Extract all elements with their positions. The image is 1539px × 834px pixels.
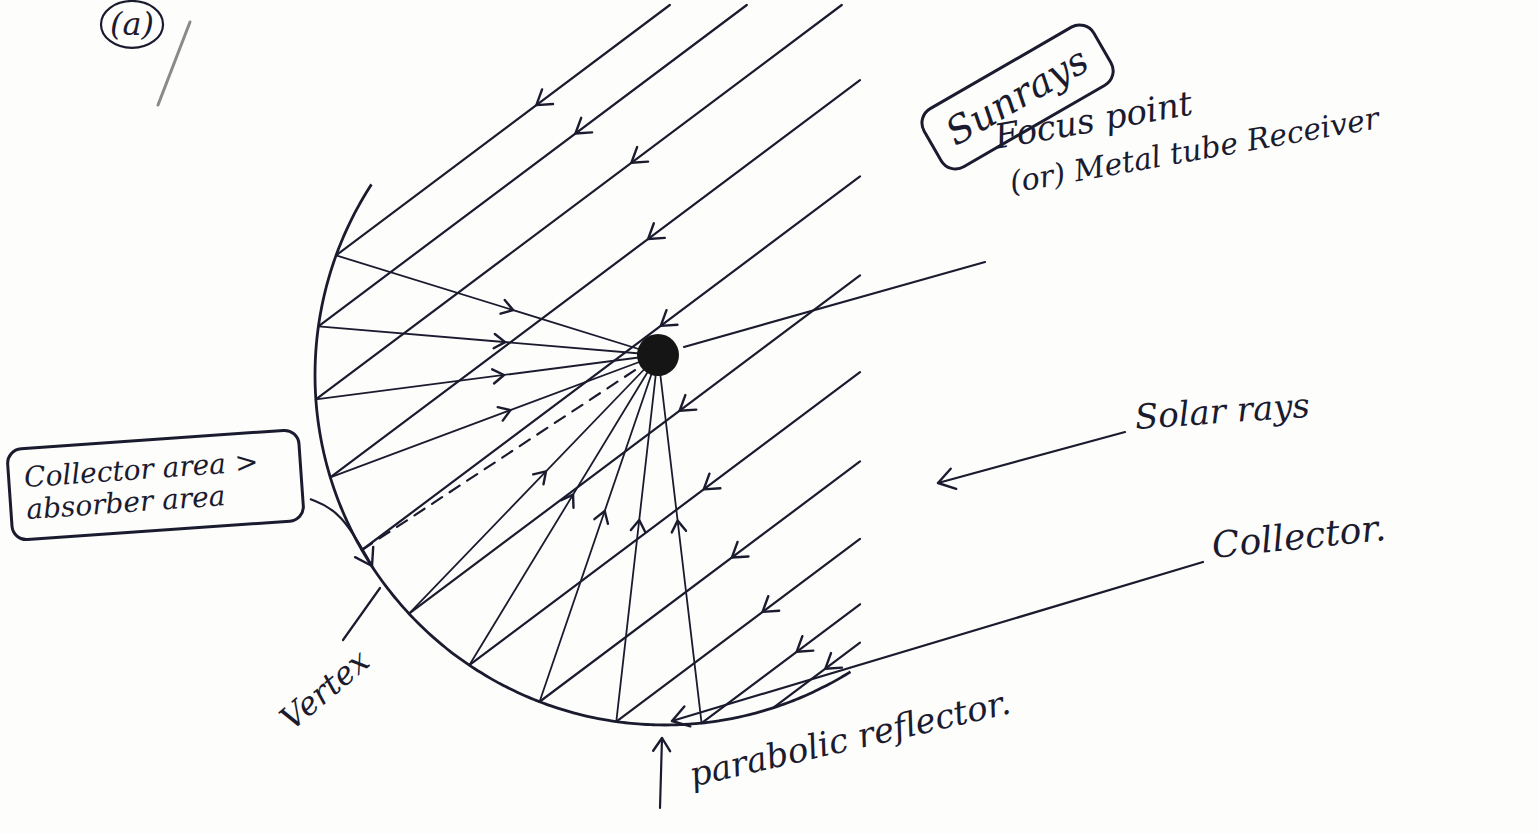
node-text: Collector area > absorber area — [23, 444, 288, 526]
reflected-ray — [616, 355, 658, 722]
reflected-ray — [469, 355, 658, 665]
reflected-arrow — [561, 491, 579, 508]
tag-circle — [101, 1, 163, 48]
leader-line — [660, 738, 662, 808]
reflected-arrow — [533, 466, 551, 484]
sun-ray — [773, 643, 860, 708]
sun-ray — [330, 80, 860, 477]
ray-arrow — [531, 89, 553, 112]
part-label: Vertex — [273, 642, 377, 737]
figure-tag: (a) — [110, 6, 154, 43]
focal-axis — [362, 355, 658, 550]
sun-ray — [316, 5, 842, 399]
part-label: Solar rays — [1134, 386, 1311, 437]
ray-arrow — [643, 223, 665, 246]
ray-arrow — [655, 310, 677, 333]
reflected-arrow — [631, 519, 646, 532]
reflected-ray — [658, 355, 702, 723]
leader-line — [310, 499, 372, 566]
sun-ray — [616, 539, 860, 722]
margin-stroke — [158, 22, 190, 105]
leader-line — [684, 262, 985, 347]
part-label: Collector. — [1210, 507, 1388, 566]
reflected-arrow — [494, 334, 506, 349]
ray-arrow — [570, 118, 592, 141]
reflected-arrow — [498, 403, 513, 420]
reflected-arrow — [501, 300, 516, 317]
sun-ray — [318, 5, 746, 326]
leader-line — [343, 588, 380, 640]
leader-arrow — [355, 547, 381, 571]
leader-arrow — [935, 469, 956, 493]
ray-arrow — [626, 147, 648, 170]
ray-arrow — [674, 395, 696, 418]
leader-arrow — [669, 706, 690, 731]
note-box: Collector area > absorber area — [5, 428, 306, 543]
ray-arrow — [791, 636, 813, 659]
sun-ray — [540, 461, 860, 701]
sun-ray — [336, 5, 670, 255]
reflected-ray — [540, 355, 658, 702]
leader-line — [938, 432, 1125, 483]
receiver-tube — [637, 334, 679, 376]
ray-arrow — [698, 474, 720, 497]
ray-arrow — [726, 542, 748, 565]
reflected-ray — [318, 326, 658, 355]
reflected-ray — [316, 355, 658, 399]
reflected-ray — [330, 355, 658, 477]
leader-arrow — [653, 738, 670, 751]
reflected-arrow — [492, 368, 505, 384]
reflected-ray — [336, 255, 658, 355]
ray-arrow — [757, 596, 779, 619]
reflected-ray — [409, 355, 658, 614]
reflected-arrow — [594, 509, 611, 524]
parabolic-reflector — [315, 184, 850, 725]
reflected-arrow — [671, 520, 686, 533]
